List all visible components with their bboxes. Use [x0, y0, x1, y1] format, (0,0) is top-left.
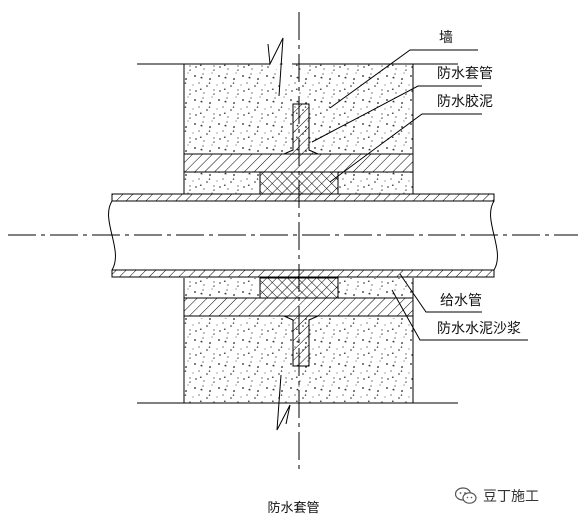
mortar-top-right: [338, 172, 413, 194]
leader-pipe: [399, 273, 482, 313]
label-wall: 墙: [439, 30, 453, 46]
break-symbol-top: [267, 37, 284, 97]
mortar-top-left: [184, 172, 260, 194]
watermark: 豆丁施工: [455, 486, 539, 506]
water-pipe: [108, 193, 498, 278]
leader-wall: [329, 49, 478, 109]
figure-caption: 防水套管: [267, 501, 320, 516]
break-top-mask: [268, 44, 293, 100]
break-symbol-bottom: [276, 374, 291, 431]
wechat-icon: [455, 487, 477, 504]
label-pipe: 给水管: [440, 293, 482, 309]
label-mortar: 防水水泥沙浆: [437, 321, 521, 337]
leader-sleeve: [311, 85, 482, 143]
leader-sealant: [329, 113, 482, 183]
mortar-bottom-right: [338, 278, 413, 298]
label-sealant: 防水胶泥: [437, 94, 493, 110]
leader-mortar: [391, 289, 528, 341]
label-sleeve: 防水套管: [437, 66, 493, 82]
mortar-bottom-left: [184, 278, 260, 298]
watermark-text: 豆丁施工: [483, 489, 539, 505]
